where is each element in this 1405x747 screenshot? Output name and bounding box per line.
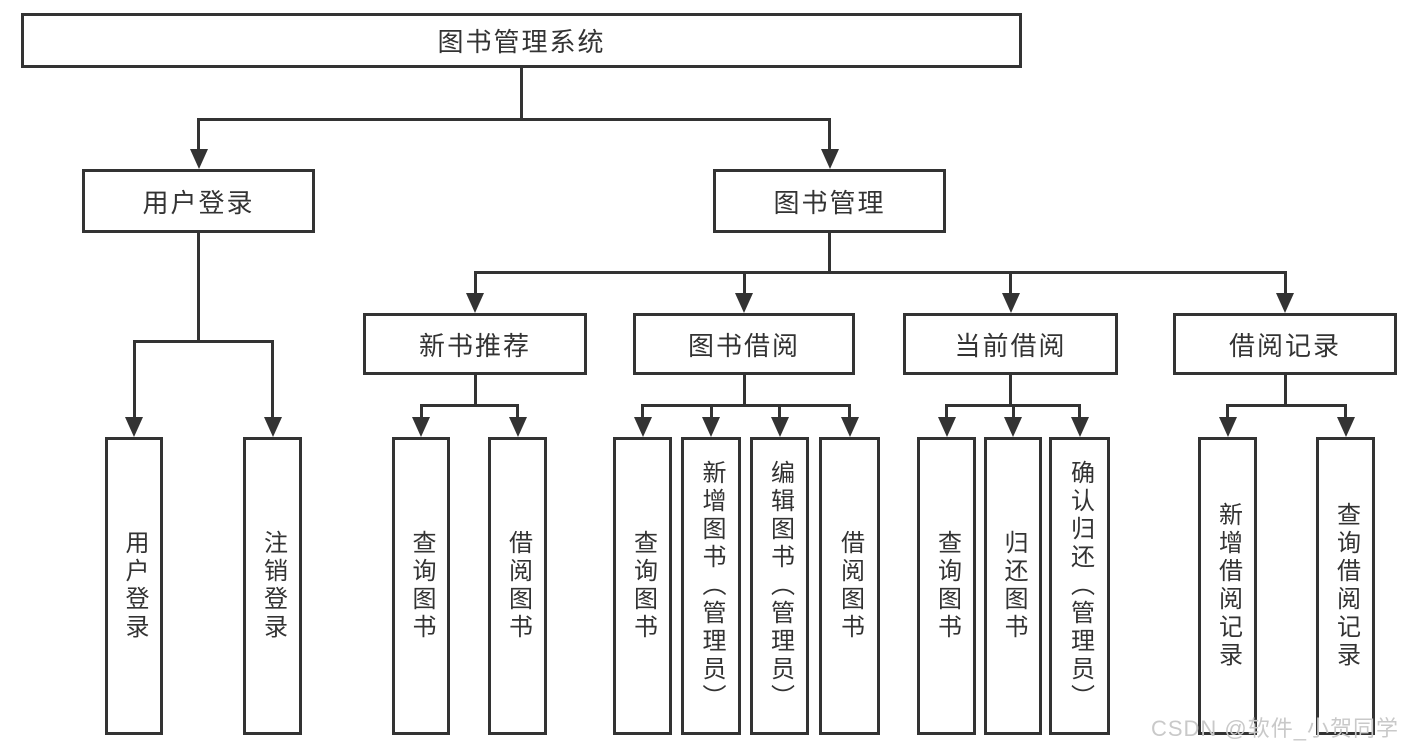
node-leaf-user-login: 用户登录	[105, 437, 163, 735]
node-label: 注销登录	[259, 530, 287, 642]
csdn-watermark: CSDN @软件_小贺同学	[1150, 716, 1399, 741]
connector-line	[132, 339, 274, 343]
node-label: 新增借阅记录	[1214, 502, 1242, 670]
connector-line	[419, 403, 519, 407]
connector-line	[473, 375, 477, 407]
connector-line	[1283, 270, 1287, 297]
connector-line	[132, 339, 136, 421]
node-cb-return: 归还图书	[984, 437, 1042, 735]
node-br-query: 查询借阅记录	[1316, 437, 1375, 735]
arrow-down-icon	[1276, 293, 1294, 313]
connector-line	[742, 270, 746, 297]
node-label: 图书管理系统	[437, 27, 606, 57]
arrow-down-icon	[466, 293, 484, 313]
connector-line	[1009, 375, 1012, 407]
node-user-login: 用户登录	[82, 169, 315, 233]
node-label: 当前借阅	[954, 330, 1067, 361]
node-label: 查询图书	[629, 530, 657, 642]
node-bb-edit: 编辑图书（管理员）	[750, 437, 809, 735]
connector-line	[197, 117, 831, 121]
arrow-down-icon	[508, 417, 527, 437]
connector-line	[516, 403, 519, 421]
arrow-down-icon	[263, 417, 282, 437]
connector-line	[848, 403, 851, 421]
arrow-down-icon	[189, 149, 208, 169]
node-new-book-rec: 新书推荐	[363, 313, 587, 375]
node-bb-query: 查询图书	[613, 437, 672, 735]
node-label: 归还图书	[1000, 530, 1027, 642]
arrow-down-icon	[1004, 417, 1022, 437]
arrow-down-icon	[702, 417, 720, 437]
connector-line	[1078, 403, 1081, 421]
connector-line	[1344, 403, 1347, 421]
connector-line	[1011, 403, 1015, 421]
node-root: 图书管理系统	[21, 13, 1022, 68]
node-leaf-logout: 注销登录	[243, 437, 302, 735]
node-label: 用户登录	[121, 530, 148, 642]
node-label: 图书管理	[773, 187, 886, 218]
node-label: 借阅记录	[1228, 330, 1341, 361]
arrow-down-icon	[1336, 417, 1355, 437]
node-label: 新增图书（管理员）	[698, 460, 725, 712]
connector-line	[742, 375, 746, 407]
node-label: 用户登录	[142, 187, 255, 218]
arrow-down-icon	[412, 417, 430, 437]
node-label: 编辑图书（管理员）	[766, 460, 794, 712]
connector-line	[709, 403, 713, 421]
node-book-borrow: 图书借阅	[633, 313, 855, 375]
node-br-add: 新增借阅记录	[1198, 437, 1257, 735]
connector-line	[1226, 403, 1229, 421]
node-book-mgmt: 图书管理	[713, 169, 946, 233]
node-bb-borrow: 借阅图书	[819, 437, 880, 735]
node-label: 借阅图书	[836, 530, 864, 642]
node-bb-add: 新增图书（管理员）	[681, 437, 741, 735]
arrow-down-icon	[735, 293, 753, 313]
connector-line	[197, 233, 200, 343]
connector-line	[473, 270, 1287, 274]
node-current-borrow: 当前借阅	[903, 313, 1118, 375]
node-label: 借阅图书	[504, 530, 532, 642]
connector-line	[271, 339, 274, 421]
connector-line	[641, 403, 644, 421]
connector-line	[828, 233, 831, 274]
node-nbr-query: 查询图书	[392, 437, 450, 735]
arrow-down-icon	[633, 417, 652, 437]
connector-line	[641, 403, 851, 407]
arrow-down-icon	[770, 417, 789, 437]
arrow-down-icon	[820, 149, 839, 169]
connector-line	[473, 270, 477, 297]
node-borrow-records: 借阅记录	[1173, 313, 1397, 375]
node-label: 确认归还（管理员）	[1066, 460, 1094, 712]
arrow-down-icon	[937, 417, 956, 437]
node-label: 图书借阅	[687, 330, 800, 361]
node-label: 查询借阅记录	[1332, 502, 1360, 670]
node-nbr-borrow: 借阅图书	[488, 437, 547, 735]
connector-line	[778, 403, 781, 421]
arrow-down-icon	[1218, 417, 1237, 437]
connector-line	[419, 403, 423, 421]
node-label: 新书推荐	[418, 330, 531, 361]
node-label: 查询图书	[933, 530, 961, 642]
connector-line	[1009, 270, 1012, 297]
connector-line	[945, 403, 948, 421]
connector-line	[197, 117, 200, 153]
arrow-down-icon	[840, 417, 859, 437]
arrow-down-icon	[125, 417, 143, 437]
arrow-down-icon	[1001, 293, 1020, 313]
arrow-down-icon	[1070, 417, 1089, 437]
connector-line	[828, 117, 831, 153]
connector-line	[520, 68, 523, 121]
connector-line	[1226, 403, 1347, 407]
connector-line	[1283, 375, 1287, 407]
node-label: 查询图书	[408, 530, 435, 642]
node-cb-confirm: 确认归还（管理员）	[1049, 437, 1110, 735]
node-cb-query: 查询图书	[917, 437, 976, 735]
